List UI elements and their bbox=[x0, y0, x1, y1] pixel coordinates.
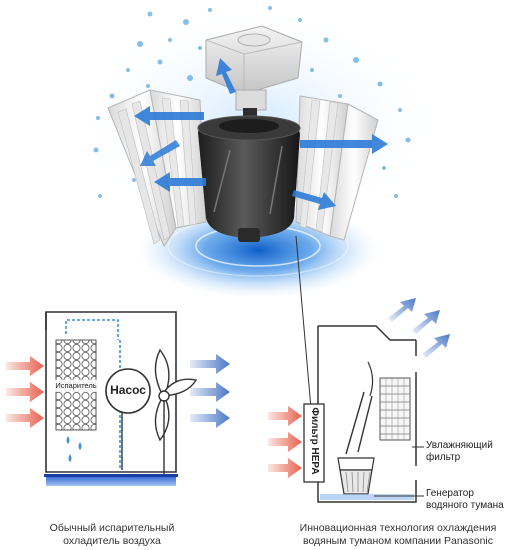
warm-air-arrows bbox=[6, 356, 44, 428]
motor-housing bbox=[205, 25, 303, 111]
leader-line bbox=[295, 235, 313, 421]
airflow-arrows bbox=[134, 58, 388, 210]
water-reservoir bbox=[320, 494, 414, 500]
water-drops bbox=[66, 436, 82, 462]
hepa-filter-box bbox=[303, 403, 325, 483]
humidifying-filter-label: Увлажняющий фильтр bbox=[426, 440, 512, 464]
mist-generator-icon bbox=[337, 457, 375, 495]
cool-air-arrows bbox=[190, 354, 230, 428]
label-line: фильтр bbox=[426, 452, 461, 463]
left-fins bbox=[107, 89, 207, 248]
mist-generator-label: Генератор водяного тумана bbox=[426, 488, 512, 512]
label-line: Генератор bbox=[426, 488, 474, 499]
conventional-cooler-diagram bbox=[6, 311, 230, 486]
caption-line: Инновационная технология охлаждения bbox=[299, 522, 497, 534]
cooler-body-outline bbox=[45, 311, 177, 473]
right-fins bbox=[295, 95, 379, 241]
pump-circle bbox=[105, 368, 151, 414]
pump-label: Насос bbox=[110, 383, 146, 397]
label-line: водяного тумана bbox=[426, 500, 504, 511]
humidifying-filter bbox=[379, 377, 411, 441]
rotating-cylinder bbox=[197, 115, 301, 242]
evaporator-label: Испаритель bbox=[52, 380, 100, 392]
mist-generator-illustration bbox=[66, 5, 446, 298]
fan-icon bbox=[154, 348, 198, 474]
panasonic-caption: Инновационная технология охлаждения водя… bbox=[288, 522, 508, 548]
label-line: Увлажняющий bbox=[426, 440, 493, 451]
water-pipe bbox=[65, 319, 119, 340]
conventional-cooler-caption: Обычный испарительный охладитель воздуха bbox=[24, 522, 200, 548]
warm-air-arrows-right bbox=[268, 406, 302, 478]
hepa-filter-label: Фильтр HEPA bbox=[309, 407, 320, 475]
mist-pipe bbox=[345, 391, 365, 455]
cool-mist-arrows bbox=[388, 298, 450, 358]
caption-line: водяным туманом компании Panasonic bbox=[302, 535, 494, 547]
panasonic-mist-diagram bbox=[268, 235, 450, 503]
caption-line: охладитель воздуха bbox=[63, 535, 161, 547]
caption-line: Обычный испарительный bbox=[49, 522, 175, 534]
